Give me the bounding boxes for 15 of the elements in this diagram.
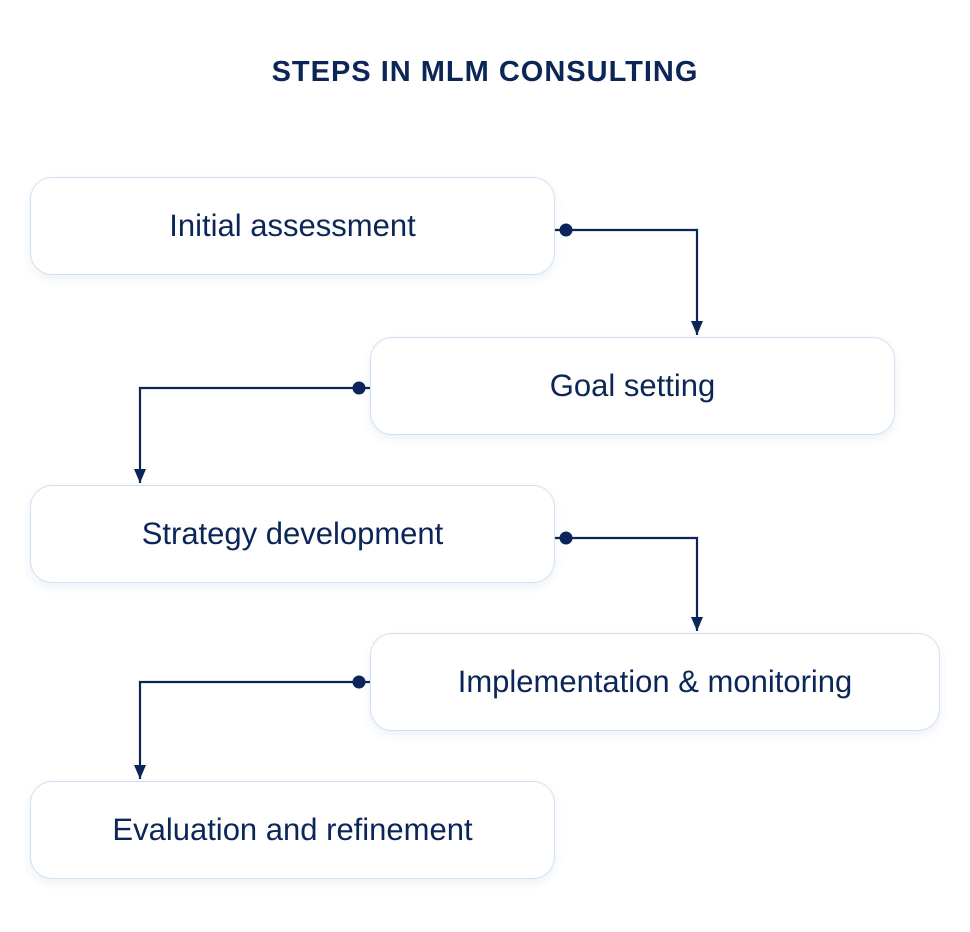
- connector-arrow: [134, 382, 370, 483]
- process-box: [370, 633, 940, 731]
- step-label: Initial assessment: [169, 208, 416, 244]
- connector-arrow: [555, 224, 703, 335]
- step-label: Strategy development: [142, 516, 444, 552]
- step-label: Implementation & monitoring: [458, 664, 852, 700]
- process-box: [30, 177, 555, 275]
- process-box: [370, 337, 895, 435]
- process-box: [30, 485, 555, 583]
- step-label: Evaluation and refinement: [112, 812, 473, 848]
- diagram-title: STEPS IN MLM CONSULTING: [270, 56, 700, 89]
- connector-arrow: [555, 532, 703, 631]
- step-label: Goal setting: [550, 368, 716, 404]
- connector-arrow: [134, 676, 370, 779]
- process-box: [30, 781, 555, 879]
